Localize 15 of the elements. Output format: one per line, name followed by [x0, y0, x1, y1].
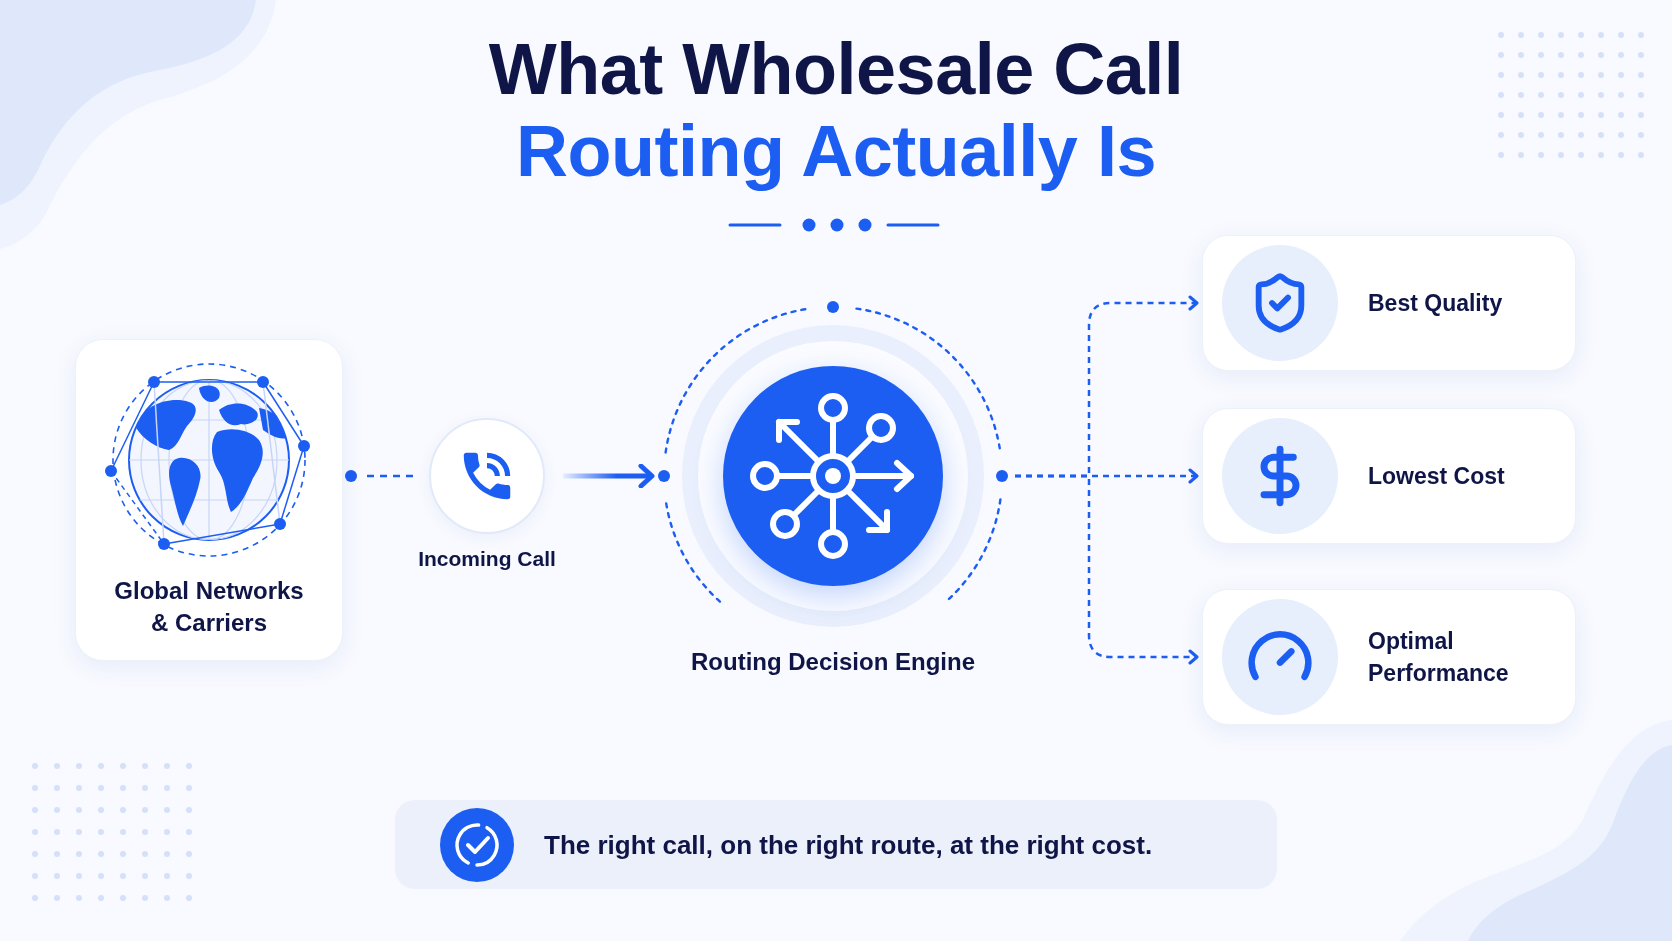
- arrow: [563, 463, 655, 489]
- title: What Wholesale Call Routing Actually Is: [488, 28, 1184, 192]
- node-label: Incoming Call: [418, 546, 556, 572]
- benefit-card: [1202, 408, 1576, 544]
- banner-text: The right call, on the right route, at the right cost.: [544, 828, 1153, 862]
- benefit-card: [1202, 235, 1576, 371]
- network-card: [75, 339, 343, 661]
- summary-banner: [395, 800, 1277, 889]
- card-label: Lowest Cost: [1368, 462, 1506, 491]
- card-label: Best Quality: [1368, 289, 1504, 318]
- node-label: Routing Decision Engine: [691, 647, 975, 677]
- dashed-arrow: [1015, 474, 1199, 665]
- benefit-card: [1202, 589, 1576, 725]
- card-label: Global Networks & Carriers: [113, 576, 305, 638]
- card-label: Optimal Performance: [1368, 627, 1510, 688]
